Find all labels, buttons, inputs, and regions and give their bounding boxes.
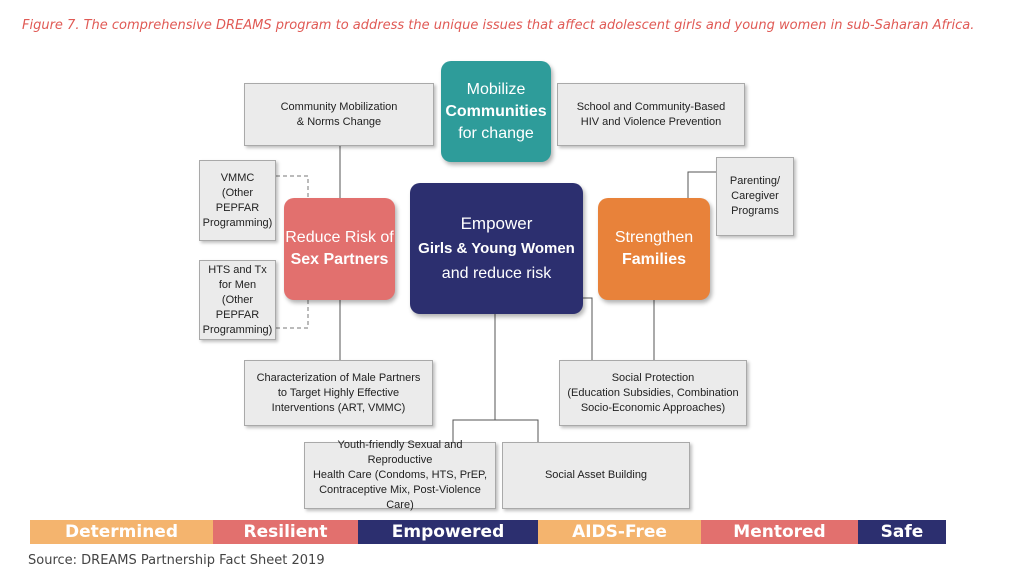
banner-safe: Safe	[858, 520, 946, 544]
connector-parenting-strengthen	[687, 171, 716, 198]
box-social-asset: Social Asset Building	[502, 442, 690, 509]
banner-resilient: Resilient	[213, 520, 358, 544]
box-community-mobilization: Community Mobilization & Norms Change	[244, 83, 434, 146]
hub-reduce-line1: Reduce Risk of	[285, 229, 394, 246]
hub-reduce-risk: Reduce Risk of Sex Partners	[284, 198, 395, 300]
banner-empowered: Empowered	[358, 520, 538, 544]
hub-empower-line2: Girls & Young Women	[418, 240, 575, 257]
box-social-protection: Social Protection (Education Subsidies, …	[559, 360, 747, 426]
hub-empower-girls: Empower Girls & Young Women and reduce r…	[410, 183, 583, 314]
connector-vmmc-dashed	[276, 175, 309, 200]
hub-mobilize-communities: Mobilize Communities for change	[441, 61, 551, 162]
box-vmmc: VMMC (Other PEPFAR Programming)	[199, 160, 276, 241]
box-parenting: Parenting/ Caregiver Programs	[716, 157, 794, 236]
box-youth-health: Youth-friendly Sexual and Reproductive H…	[304, 439, 496, 511]
banner-mentored: Mentored	[701, 520, 858, 544]
hub-reduce-line2: Sex Partners	[290, 251, 389, 268]
connector-hts-dashed	[276, 296, 309, 329]
hub-mobilize-line1: Mobilize	[466, 80, 526, 98]
connector-empower-bottom	[452, 314, 496, 442]
figure-caption: Figure 7. The comprehensive DREAMS progr…	[22, 18, 975, 33]
hub-empower-line1: Empower	[460, 214, 533, 233]
box-hts-tx: HTS and Tx for Men (Other PEPFAR Program…	[199, 260, 276, 340]
box-school-prevention: School and Community-Based HIV and Viole…	[557, 83, 745, 146]
banner-aids-free: AIDS-Free	[538, 520, 701, 544]
values-banner: Determined Resilient Empowered AIDS-Free…	[30, 520, 946, 544]
hub-strengthen-families: Strengthen Families	[598, 198, 710, 300]
banner-determined: Determined	[30, 520, 213, 544]
connector-empower-asset	[495, 419, 539, 442]
hub-mobilize-line3: for change	[458, 124, 534, 142]
connector-empower-social	[583, 297, 593, 360]
hub-empower-line3: and reduce risk	[441, 265, 552, 282]
hub-mobilize-line2: Communities	[445, 102, 547, 120]
box-male-partners: Characterization of Male Partners to Tar…	[244, 360, 433, 426]
source-note: Source: DREAMS Partnership Fact Sheet 20…	[28, 553, 325, 568]
hub-strengthen-line1: Strengthen	[614, 229, 694, 246]
hub-strengthen-line2: Families	[621, 251, 687, 268]
